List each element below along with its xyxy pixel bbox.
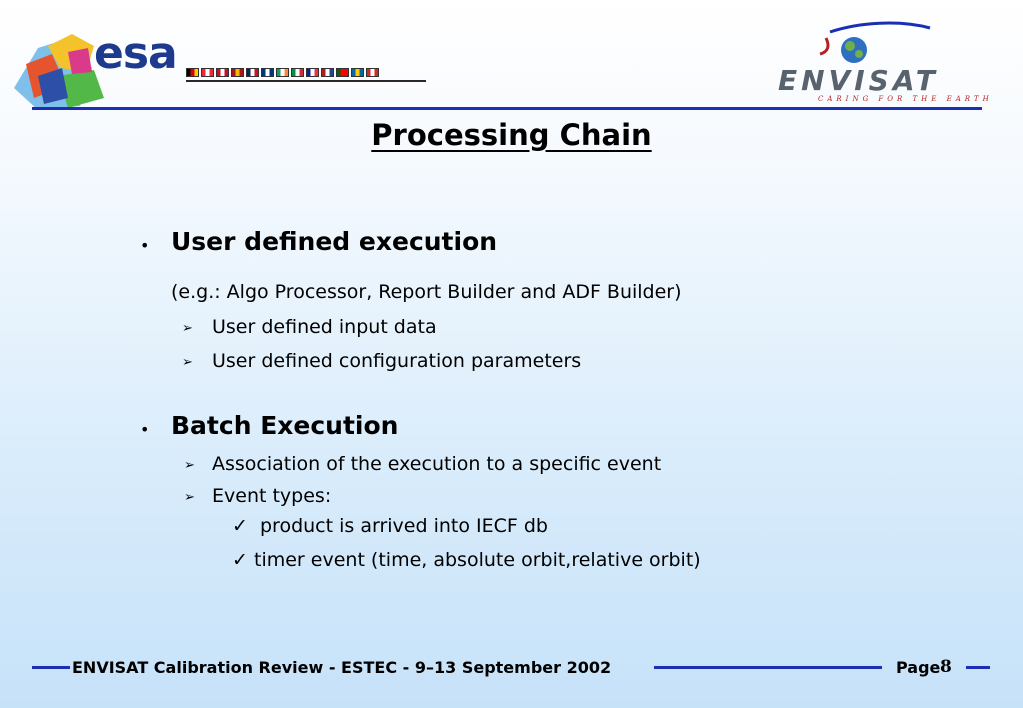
footer-rule-right	[966, 666, 990, 669]
footer-rule-left	[32, 666, 70, 669]
member-state-flags	[186, 68, 379, 77]
section-heading-batch: Batch Execution	[171, 411, 399, 440]
arrow-bullet-icon: ➢	[182, 321, 193, 336]
footer-rule-middle	[654, 666, 882, 669]
flag-icon	[261, 68, 274, 77]
arrow-bullet-icon: ➢	[184, 458, 195, 473]
flag-icon	[246, 68, 259, 77]
footer-page-number: 8	[940, 657, 952, 677]
flag-icon	[366, 68, 379, 77]
footer-page-label: Page	[896, 658, 941, 677]
esa-wordmark: esa	[94, 28, 178, 79]
list-item: User defined configuration parameters	[212, 350, 582, 372]
checkmark-icon: ✓	[232, 515, 248, 537]
flag-icon	[291, 68, 304, 77]
footer-text: ENVISAT Calibration Review - ESTEC - 9–1…	[72, 658, 612, 677]
esa-logo	[14, 34, 104, 110]
envisat-tagline: CARING FOR THE EARTH	[818, 95, 993, 103]
arrow-bullet-icon: ➢	[184, 490, 195, 505]
flag-icon	[216, 68, 229, 77]
bullet-icon: •	[140, 420, 150, 439]
flag-icon	[276, 68, 289, 77]
section-heading-user-defined: User defined execution	[171, 227, 498, 256]
bullet-icon: •	[140, 236, 150, 255]
flag-icon	[336, 68, 349, 77]
envisat-logo	[819, 21, 931, 63]
esa-logo-underline	[186, 80, 426, 82]
flag-icon	[201, 68, 214, 77]
list-item: User defined input data	[212, 316, 437, 338]
list-item: Association of the execution to a specif…	[212, 453, 662, 475]
sub-list-item: product is arrived into IECF db	[260, 515, 548, 537]
header-rule	[32, 107, 982, 110]
arrow-bullet-icon: ➢	[182, 355, 193, 370]
flag-icon	[321, 68, 334, 77]
checkmark-icon: ✓	[232, 549, 248, 571]
list-item: Event types:	[212, 485, 332, 507]
envisat-wordmark: ENVISAT	[778, 64, 939, 97]
flag-icon	[186, 68, 199, 77]
flag-icon	[306, 68, 319, 77]
section-note: (e.g.: Algo Processor, Report Builder an…	[171, 281, 682, 303]
flag-icon	[351, 68, 364, 77]
flag-icon	[231, 68, 244, 77]
page-title: Processing Chain	[371, 118, 652, 152]
sub-list-item: timer event (time, absolute orbit,relati…	[254, 549, 701, 571]
